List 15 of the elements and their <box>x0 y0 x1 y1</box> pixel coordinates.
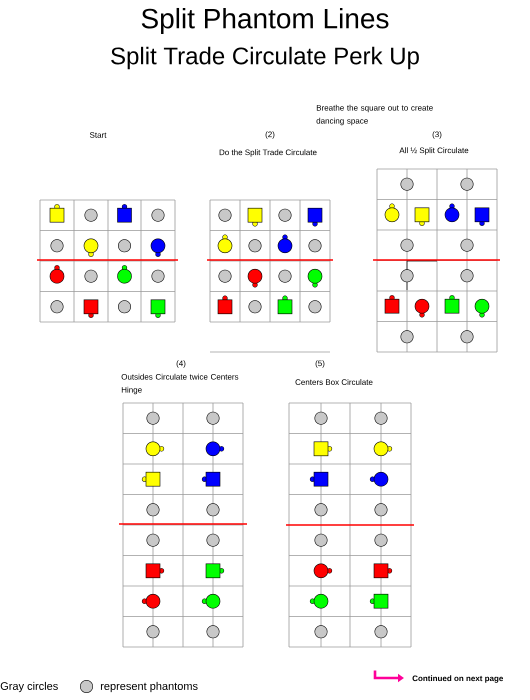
step-label: Do the Split Trade Circulate <box>220 149 317 157</box>
legend-text: Gray circles <box>0 682 58 692</box>
step-number: (3) <box>432 131 442 139</box>
step-label: Outsides Circulate twice Centers Hinge <box>122 374 238 394</box>
note: Breathe the square out to create dancing space <box>316 104 433 126</box>
title: Split Trade Circulate Perk Up <box>111 46 419 70</box>
continued-note: Continued on next page <box>412 675 504 683</box>
legend-text: represent phantoms <box>100 682 198 692</box>
step-label: Centers Box Circulate <box>296 379 373 385</box>
step-label: Start <box>90 132 106 138</box>
title: Split Phantom Lines <box>142 8 388 34</box>
step-number: (2) <box>266 131 274 139</box>
step-label: All ½ Split Circulate <box>399 147 468 155</box>
step-number: (4) <box>176 360 186 368</box>
step-number: (5) <box>316 360 324 368</box>
